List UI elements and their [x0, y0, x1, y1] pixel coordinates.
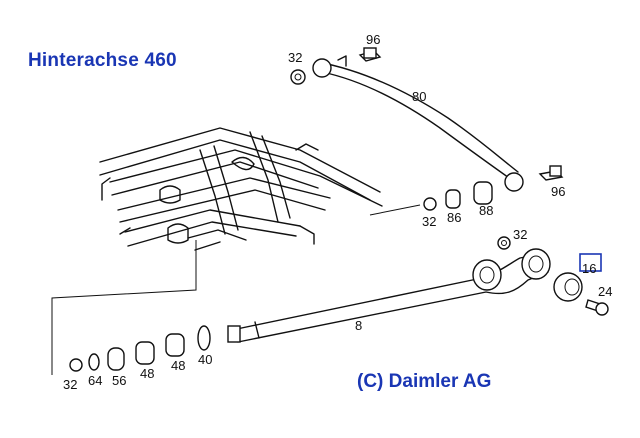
label-32-mid: 32	[422, 214, 436, 229]
nut-32-mid	[497, 236, 511, 250]
label-40: 40	[198, 352, 212, 367]
bushing-set-lower	[69, 325, 211, 372]
label-96-top: 96	[366, 32, 380, 47]
label-64: 64	[88, 373, 102, 388]
label-8: 8	[355, 318, 362, 333]
trailing-arm-8	[227, 248, 551, 343]
copyright-notice: (C) Daimler AG	[357, 371, 492, 392]
strut-80	[312, 55, 524, 192]
bolt-24	[585, 299, 609, 316]
label-88: 88	[479, 203, 493, 218]
label-16: 16	[582, 261, 596, 276]
nut-32-top	[290, 69, 306, 85]
label-56: 56	[112, 373, 126, 388]
highlight-box-16	[579, 253, 602, 272]
chassis-frame	[99, 127, 383, 251]
bolt-96-top	[358, 47, 382, 62]
label-32-bottom: 32	[63, 377, 77, 392]
part-labels: 96 32 80 96 32 86 88 32 16 24 8 32 64 56…	[63, 32, 612, 392]
label-48-a: 48	[140, 366, 154, 381]
label-48-b: 48	[171, 358, 185, 373]
bushing-16	[553, 272, 583, 302]
bolt-96-right	[538, 165, 564, 181]
label-86: 86	[447, 210, 461, 225]
diagram-title: Hinterachse 460	[28, 50, 177, 71]
label-24: 24	[598, 284, 612, 299]
label-80: 80	[412, 89, 426, 104]
label-32-top: 32	[288, 50, 302, 65]
label-32-right: 32	[513, 227, 527, 242]
label-96-right: 96	[551, 184, 565, 199]
leader-lines	[51, 204, 421, 375]
bushing-set-upper	[423, 181, 493, 211]
